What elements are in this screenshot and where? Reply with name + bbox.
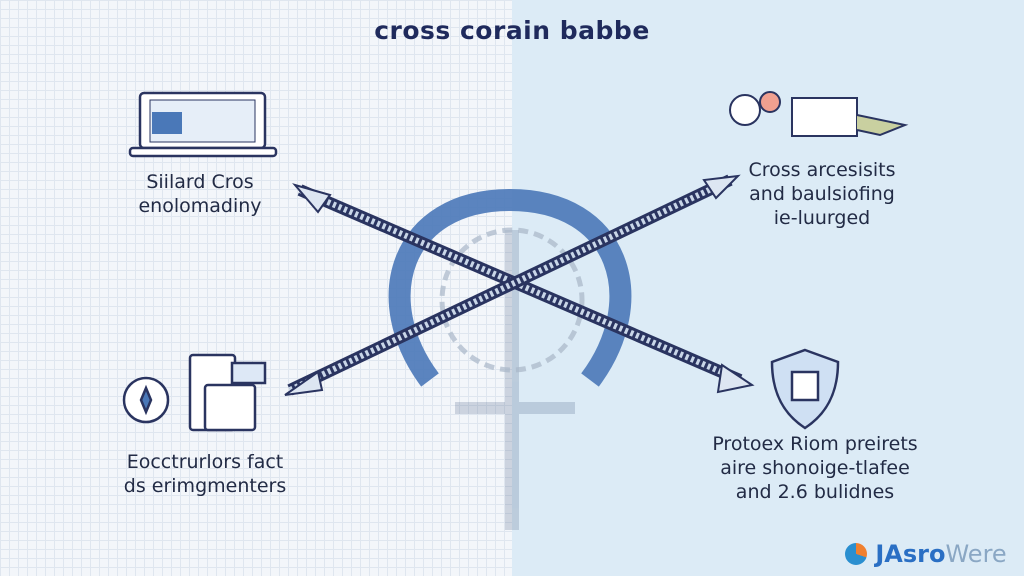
caption-top-right: Cross arcesisits and baulsiofing ie-luur… bbox=[722, 158, 922, 230]
logo-text-light: Were bbox=[945, 540, 1007, 568]
bulb-and-panel-icon bbox=[729, 91, 909, 137]
caption-bottom-left: Eocctrurlors fact ds erimgmenters bbox=[95, 450, 315, 498]
caption-line: Siilard Cros bbox=[146, 171, 254, 193]
logo-text-bold: JAsro bbox=[875, 540, 946, 568]
caption-line: Protoex Riom preirets bbox=[712, 433, 918, 455]
caption-line: ds erimgmenters bbox=[123, 475, 287, 497]
document-icon bbox=[188, 353, 267, 432]
laptop-icon bbox=[128, 91, 278, 158]
caption-line: Eocctrurlors fact bbox=[126, 451, 284, 473]
laurel-emblem-icon bbox=[122, 376, 170, 424]
caption-line: Cross arcesisits bbox=[748, 159, 896, 181]
horseshoe-band bbox=[388, 188, 632, 387]
caption-line: and 2.6 bulidnes bbox=[735, 481, 895, 503]
caption-line: aire shonoige-tlafee bbox=[720, 457, 910, 479]
caption-bottom-right: Protoex Riom preirets aire shonoige-tlaf… bbox=[690, 432, 940, 504]
brand-logo: JAsroWere bbox=[845, 540, 1007, 568]
shield-icon bbox=[770, 348, 840, 430]
caption-line: enolomadiny bbox=[138, 195, 262, 217]
logo-globe-icon bbox=[845, 543, 867, 565]
caption-top-left: Siilard Cros enolomadiny bbox=[110, 170, 290, 218]
caption-line: ie-luurged bbox=[773, 207, 871, 229]
page-title: cross corain babbe bbox=[374, 16, 650, 45]
chain-ring-icon bbox=[439, 227, 585, 373]
caption-line: and baulsiofing bbox=[749, 183, 895, 205]
faint-cross-icon bbox=[455, 230, 575, 530]
arrow-up-right bbox=[284, 174, 741, 396]
